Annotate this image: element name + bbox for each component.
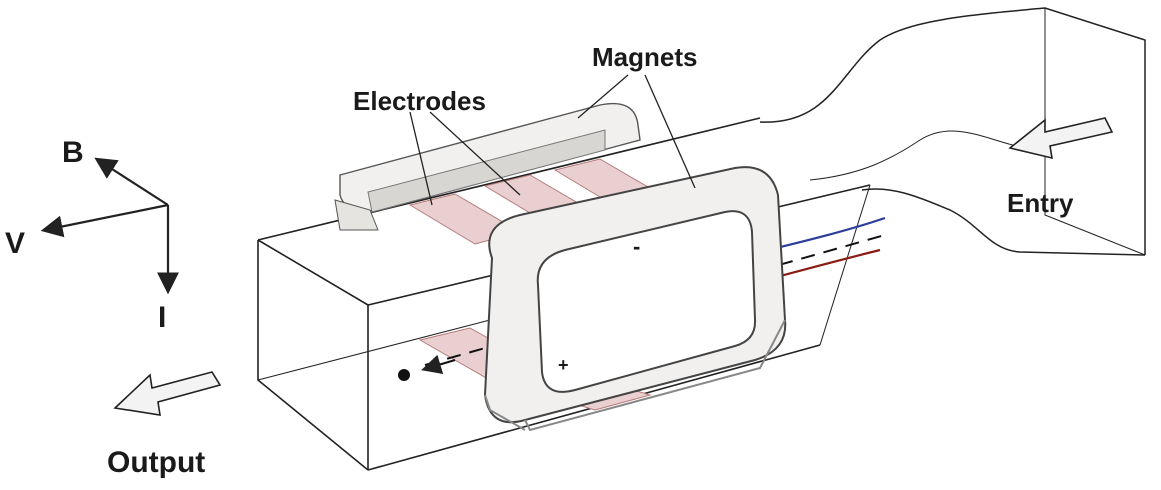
- b-axis-label: B: [62, 136, 84, 169]
- entry-chamber: [759, 7, 1146, 256]
- neutral-particle: [398, 369, 410, 381]
- i-axis-label: I: [158, 301, 167, 334]
- output-label: Output: [107, 446, 206, 479]
- leader-lines: [409, 74, 696, 206]
- entry-label: Entry: [1007, 188, 1074, 218]
- magnets-label: Magnets: [592, 42, 698, 72]
- axis-vectors: [40, 157, 179, 295]
- electrodes-label: Electrodes: [353, 86, 486, 116]
- v-axis-label: V: [5, 227, 26, 260]
- v-vector: [40, 203, 169, 238]
- entry-flow-arrow: [1008, 117, 1114, 160]
- neutral-particle-arrow: [421, 354, 456, 374]
- b-vector: [94, 157, 169, 206]
- front-magnet: [483, 166, 787, 432]
- back-magnet: [334, 102, 641, 231]
- positive-sign: +: [558, 355, 569, 375]
- negative-sign: -: [633, 234, 641, 259]
- output-flow-arrow: [113, 371, 222, 416]
